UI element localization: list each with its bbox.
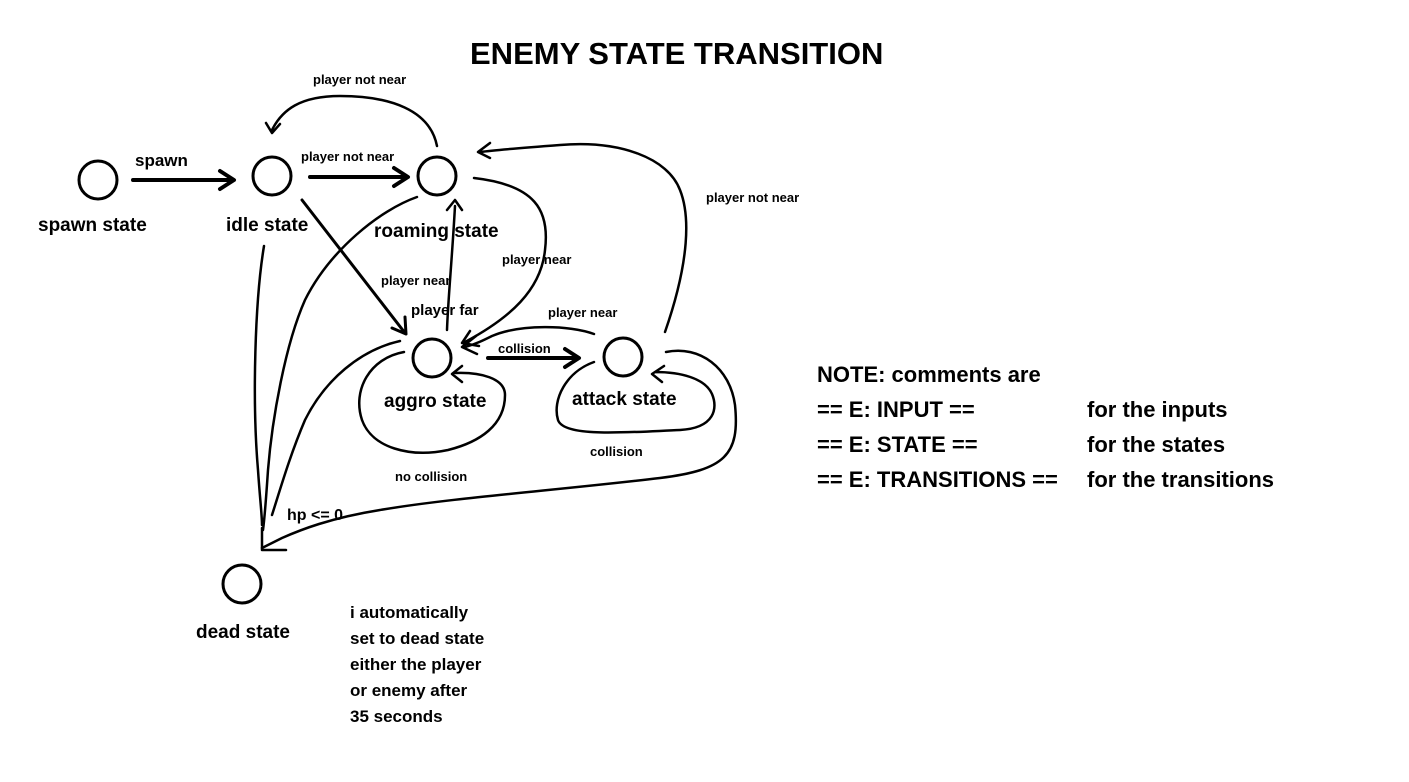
roaming-state-node [416,155,458,197]
dead-state-label: dead state [196,622,290,643]
arrow-spawn-to-idle [131,169,236,191]
arrow-idle-to-aggro [300,198,408,336]
transition-label-aggro-to-attack: collision [498,341,551,356]
dead-state-annotation: i automatically set to dead state either… [350,600,520,730]
note-row: == E: STATE == for the states [817,427,1274,462]
arrow-aggro-self-loop [358,350,507,454]
note-block: NOTE: comments are == E: INPUT == for th… [817,357,1274,497]
annotation-line: 35 seconds [350,707,443,726]
transition-label-idle-to-roaming: player not near [301,149,395,164]
aggro-state-label: aggro state [384,391,487,412]
arrow-roaming-to-dead [261,195,419,532]
annotation-line: set to dead state [350,629,485,648]
note-heading: NOTE: comments are [817,361,1041,387]
annotation-line: or enemy after [350,681,468,700]
dead-state-node [221,563,263,605]
idle-state-node [251,155,293,197]
note-key: == E: STATE == [817,431,978,457]
note-row: == E: INPUT == for the inputs [817,392,1274,427]
arrow-roaming-to-idle-loop [264,94,439,148]
note-value: for the transitions [1087,466,1275,492]
note-row: == E: TRANSITIONS == for the transitions [817,462,1274,497]
transition-label-player-far: player far [411,302,479,319]
aggro-state-node [411,337,453,379]
note-key: == E: INPUT == [817,396,975,422]
transition-label-aggro-to-roaming: player near [381,273,451,288]
arrow-aggro-to-roaming [445,198,464,332]
arrow-aggro-to-dead [270,339,402,517]
arrow-attack-to-roaming [476,141,688,334]
arrow-idle-to-dead [253,244,266,527]
note-key: == E: TRANSITIONS == [817,466,1058,492]
note-value: for the inputs [1087,396,1228,422]
diagram-title: ENEMY STATE TRANSITION [470,36,884,71]
transition-label-attack-to-roaming: player not near [706,190,800,205]
transition-label-attack-self-loop: collision [590,444,643,459]
idle-state-label: idle state [226,215,309,236]
arrow-idle-to-roaming [308,166,410,188]
spawn-state-node [77,159,119,201]
transition-label-aggro-self-loop: no collision [395,469,468,484]
annotation-line: either the player [350,655,482,674]
annotation-line: i automatically [350,603,469,622]
arrow-attack-to-aggro [460,325,596,356]
arrow-aggro-to-attack [486,347,581,369]
transition-label-attack-to-aggro: player near [548,305,618,320]
transition-label-roaming-to-aggro: player near [502,252,572,267]
dead-connector [260,526,288,552]
arrow-attack-self-loop [555,360,716,434]
note-value: for the states [1087,431,1226,457]
transition-label-roaming-loop: player not near [313,72,407,87]
spawn-state-label: spawn state [38,215,147,236]
arrow-attack-to-dead [260,349,738,550]
transition-label-to-dead: hp <= 0 [287,507,344,524]
roaming-state-label: roaming state [374,221,499,242]
attack-state-node [602,336,644,378]
attack-state-label: attack state [572,389,677,410]
transition-label-spawn: spawn [135,151,188,170]
